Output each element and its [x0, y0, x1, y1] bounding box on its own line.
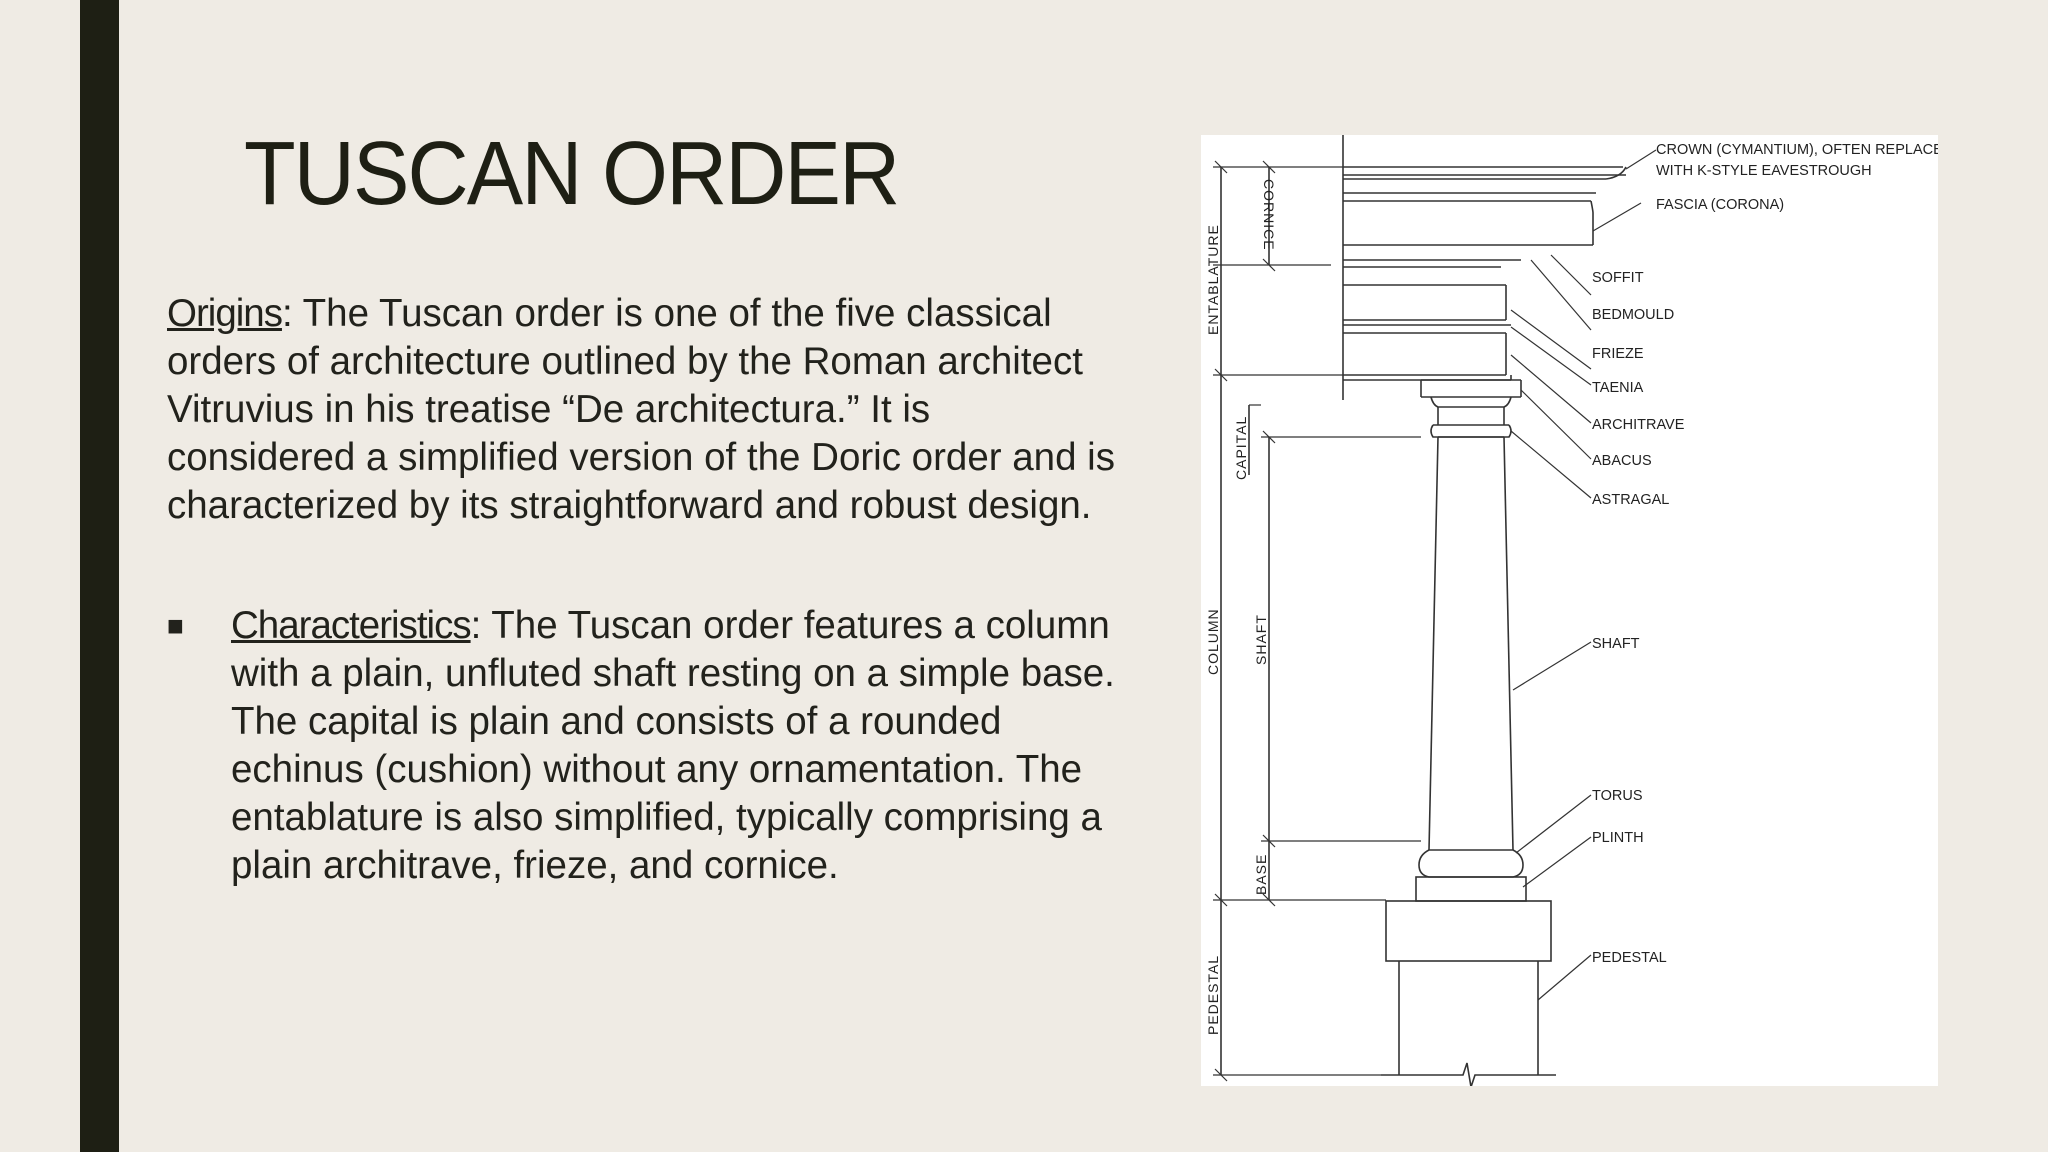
- dim-label-entablature: ENTABLATURE: [1205, 224, 1221, 335]
- dim-label-column: COLUMN: [1205, 608, 1221, 675]
- dim-label-capital: CAPITAL: [1233, 416, 1249, 480]
- tuscan-column-drawing: CROWN (CYMANTIUM), OFTEN REPLACED WITH K…: [1205, 135, 1938, 1086]
- origins-paragraph: Origins: The Tuscan order is one of the …: [167, 290, 1117, 530]
- characteristics-label: Characteristics: [231, 604, 472, 647]
- accent-bar: [80, 0, 119, 1152]
- callout-taenia: TAENIA: [1592, 380, 1644, 396]
- callout-crown-line2: WITH K-STYLE EAVESTROUGH: [1656, 163, 1872, 179]
- dim-label-base: BASE: [1253, 854, 1269, 895]
- slide-title: TUSCAN ORDER: [244, 124, 900, 224]
- tuscan-column-diagram: CROWN (CYMANTIUM), OFTEN REPLACED WITH K…: [1201, 135, 1938, 1086]
- characteristics-bullet-item: ■ Characteristics: The Tuscan order feat…: [167, 602, 1117, 890]
- callout-architrave: ARCHITRAVE: [1592, 417, 1685, 433]
- dim-label-cornice: CORNICE: [1261, 179, 1277, 251]
- origins-label: Origins: [167, 292, 283, 335]
- callout-fascia: FASCIA (CORONA): [1656, 197, 1784, 213]
- square-bullet-icon: ■: [167, 610, 184, 641]
- callout-crown-line1: CROWN (CYMANTIUM), OFTEN REPLACED: [1656, 142, 1938, 158]
- characteristics-text: : The Tuscan order features a column wit…: [231, 604, 1115, 887]
- callout-soffit: SOFFIT: [1592, 270, 1644, 286]
- callout-astragal: ASTRAGAL: [1592, 492, 1669, 508]
- callout-frieze: FRIEZE: [1592, 346, 1644, 362]
- callout-abacus: ABACUS: [1592, 453, 1652, 469]
- callout-shaft: SHAFT: [1592, 636, 1640, 652]
- callout-plinth: PLINTH: [1592, 830, 1644, 846]
- dim-label-shaft: SHAFT: [1253, 614, 1269, 665]
- dim-label-pedestal: PEDESTAL: [1205, 955, 1221, 1035]
- callout-torus: TORUS: [1592, 788, 1643, 804]
- callout-bedmould: BEDMOULD: [1592, 307, 1674, 323]
- callout-pedestal: PEDESTAL: [1592, 950, 1667, 966]
- origins-text: : The Tuscan order is one of the five cl…: [167, 292, 1115, 527]
